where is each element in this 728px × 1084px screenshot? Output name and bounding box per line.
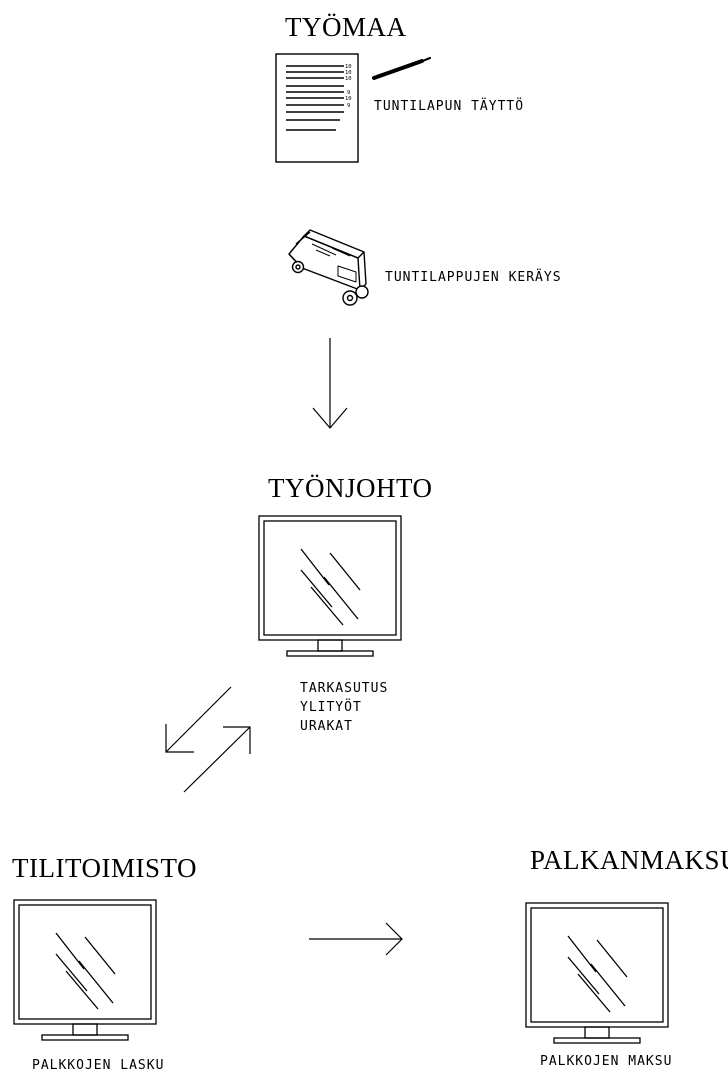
arrow-down-icon: [312, 338, 348, 429]
sheet-number: 10: [345, 76, 352, 82]
monitor-icon-supervision: [258, 515, 402, 657]
sheet-number: 10: [345, 64, 352, 70]
arrow-up-right-icon: [183, 726, 251, 793]
sheet-numbers: 10 10 10 9 10 9: [345, 64, 352, 109]
caption-supervision-tasks: TARKASUTUS YLITYÖT URAKAT: [300, 679, 388, 736]
task-check: TARKASUTUS: [300, 681, 389, 696]
delivery-van-icon: [288, 229, 369, 306]
heading-accounting: TILITOIMISTO: [12, 853, 197, 883]
arrow-down-left-icon: [165, 686, 232, 753]
task-overtime: YLITYÖT: [300, 700, 362, 715]
caption-timesheet-collection: TUNTILAPPUJEN KERÄYS: [385, 270, 562, 285]
heading-payment: PALKANMAKSU: [530, 845, 728, 875]
sheet-number: 10: [345, 96, 352, 102]
heading-worksite: TYÖMAA: [285, 12, 407, 42]
arrow-right-icon: [309, 922, 403, 956]
pen-icon: [372, 56, 432, 80]
task-piecework: URAKAT: [300, 719, 353, 734]
sheet-number: 9: [347, 90, 350, 96]
monitor-icon-payment: [525, 902, 669, 1044]
caption-timesheet-filling: TUNTILAPUN TÄYTTÖ: [374, 99, 525, 114]
caption-payroll-calculation: PALKKOJEN LASKU: [32, 1058, 165, 1073]
sheet-number: 10: [345, 70, 352, 76]
caption-payroll-payment: PALKKOJEN MAKSU: [540, 1054, 673, 1069]
heading-supervision: TYÖNJOHTO: [268, 473, 433, 503]
timesheet-document-icon: [275, 53, 359, 163]
monitor-icon-accounting: [13, 899, 157, 1041]
sheet-number: 9: [347, 103, 350, 109]
